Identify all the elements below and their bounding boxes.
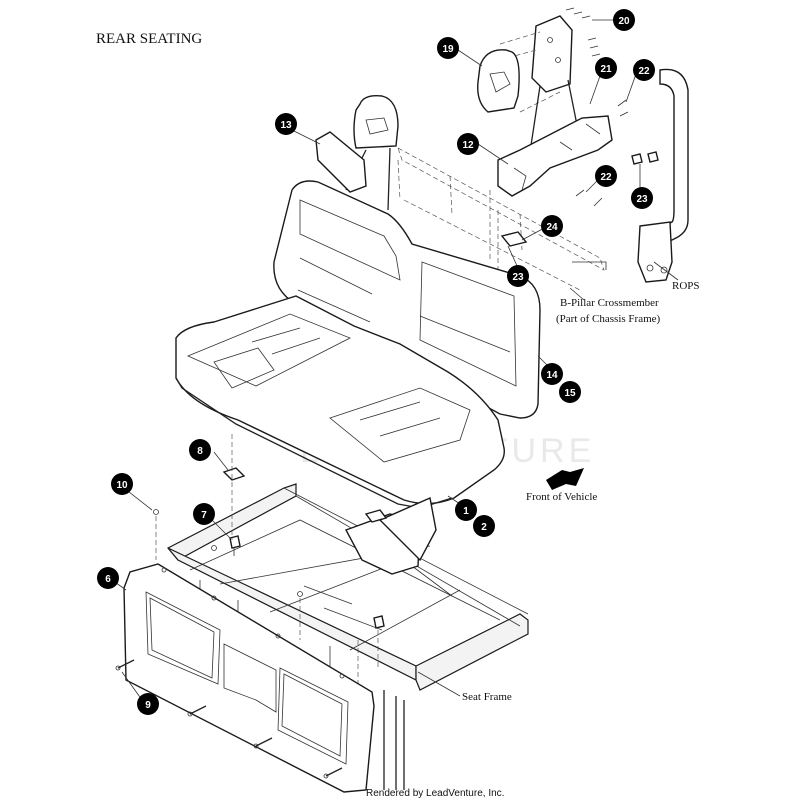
b-pillar-label: B-Pillar Crossmember [560,297,659,309]
callout-21: 21 [595,57,617,79]
svg-text:6: 6 [105,574,111,585]
seat-frame-label: Seat Frame [462,691,512,703]
svg-text:23: 23 [636,194,648,205]
callout-22-top: 22 [633,59,655,81]
callout-2: 2 [473,515,495,537]
callout-23-right: 23 [631,187,653,209]
callout-10: 10 [111,473,133,495]
callout-23-center: 23 [507,265,529,287]
front-arrow-icon [546,468,584,490]
callout-8: 8 [189,439,211,461]
callout-14: 14 [541,363,563,385]
svg-text:12: 12 [462,140,474,151]
callout-20: 20 [613,9,635,31]
b-pillar-sublabel: (Part of Chassis Frame) [556,313,661,325]
svg-text:7: 7 [201,510,207,521]
svg-text:9: 9 [145,700,151,711]
svg-text:13: 13 [280,120,292,131]
seat-back [273,180,541,419]
callout-24: 24 [541,215,563,237]
svg-text:22: 22 [600,172,612,183]
svg-text:15: 15 [564,388,576,399]
upper-headrest-assembly [477,7,659,280]
svg-text:10: 10 [116,480,128,491]
seat-hardware [153,434,388,690]
callout-6: 6 [97,567,119,589]
callout-15: 15 [559,381,581,403]
callout-13: 13 [275,113,297,135]
svg-text:20: 20 [618,16,630,27]
svg-text:8: 8 [197,446,203,457]
lower-headrest-assembly [315,94,399,211]
b-pillar-crossmember [397,147,607,291]
svg-text:19: 19 [442,44,454,55]
callout-1: 1 [455,499,477,521]
svg-text:22: 22 [638,66,650,77]
rops-label: ROPS [672,280,700,292]
callout-7: 7 [193,503,215,525]
diagram-title: REAR SEATING [96,31,202,47]
rear-panel [123,563,375,793]
svg-text:14: 14 [546,370,558,381]
callout-19: 19 [437,37,459,59]
front-of-vehicle-label: Front of Vehicle [526,491,597,503]
callout-9: 9 [137,693,159,715]
svg-text:1: 1 [463,506,469,517]
svg-text:24: 24 [546,222,558,233]
screw-hardware [115,659,343,779]
credit-text: Rendered by LeadVenture, Inc. [366,788,504,799]
callout-12: 12 [457,133,479,155]
svg-text:2: 2 [481,522,487,533]
svg-text:23: 23 [512,272,524,283]
rops-tube [637,68,689,283]
svg-text:21: 21 [600,64,612,75]
callout-22-mid: 22 [595,165,617,187]
